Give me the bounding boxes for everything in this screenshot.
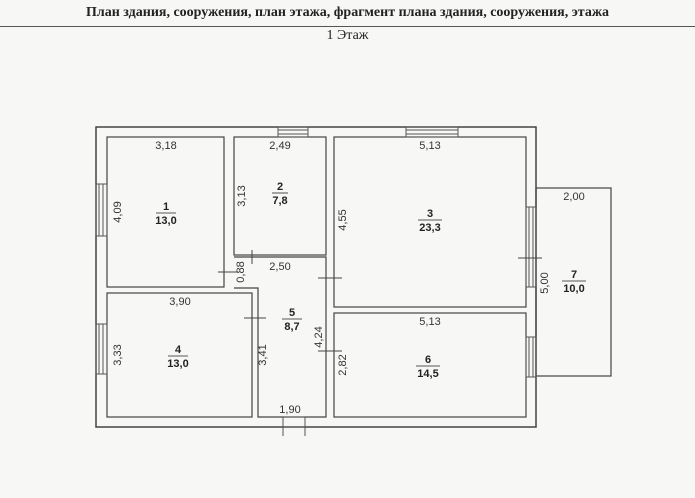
dim-room-4-height: 3,33	[112, 344, 124, 365]
room-2-number: 2	[277, 181, 283, 193]
dim-room-7-width: 2,00	[563, 191, 584, 203]
floor-label: 1 Этаж	[326, 28, 369, 43]
window	[525, 206, 537, 288]
dim-room-7-height: 5,00	[539, 272, 551, 293]
window	[95, 323, 108, 375]
room-2-area: 7,8	[272, 195, 287, 207]
dim-room-5-bottom: 1,90	[279, 404, 300, 416]
room-1-area: 13,0	[155, 215, 176, 227]
room-1-number: 1	[163, 201, 169, 213]
room-6-number: 6	[425, 354, 431, 366]
room-6-area: 14,5	[417, 368, 438, 380]
dim-room-4-width: 3,90	[169, 296, 190, 308]
room-5-number: 5	[289, 307, 295, 319]
dim-room-6-height: 2,82	[337, 354, 349, 375]
outer-wall	[95, 126, 537, 428]
dim-room-5-right: 4,24	[313, 326, 325, 347]
window	[277, 126, 309, 138]
dim-room-5-small: 0,88	[235, 261, 247, 282]
room-4-number: 4	[175, 344, 182, 356]
windows	[95, 126, 537, 436]
room-3-area: 23,3	[419, 222, 440, 234]
room-7-number: 7	[571, 269, 577, 281]
page-title: План здания, сооружения, план этажа, фра…	[0, 0, 695, 27]
room-7-area: 10,0	[563, 283, 584, 295]
room-5-area: 8,7	[284, 321, 299, 333]
room-4-area: 13,0	[167, 358, 188, 370]
window	[525, 336, 537, 378]
window	[405, 126, 459, 138]
entrance-door	[282, 416, 306, 428]
dim-room-1-width: 3,18	[155, 140, 176, 152]
dim-room-2-width: 2,49	[269, 140, 290, 152]
window	[95, 183, 108, 237]
dim-room-2-height: 3,13	[236, 185, 248, 206]
room-3-number: 3	[427, 208, 433, 220]
dim-room-5-width: 2,50	[269, 261, 290, 273]
dim-room-3-width: 5,13	[419, 140, 440, 152]
dim-room-5-height: 3,41	[257, 344, 269, 365]
door-ticks	[218, 250, 542, 352]
dim-room-6-width: 5,13	[419, 316, 440, 328]
dim-room-3-height: 4,55	[337, 209, 349, 230]
dim-room-1-height: 4,09	[112, 201, 124, 222]
